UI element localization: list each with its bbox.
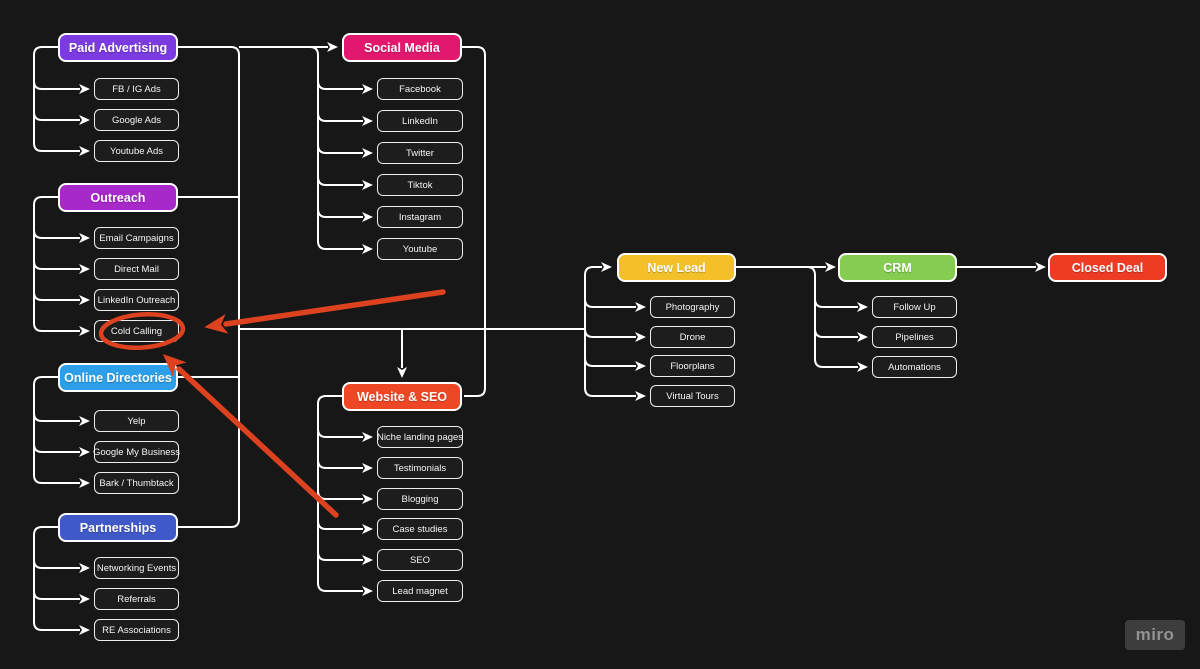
connector-line bbox=[309, 46, 373, 254]
node-fb-ig-ads[interactable]: FB / IG Ads bbox=[94, 78, 179, 100]
connector-line bbox=[33, 376, 90, 488]
node-linkedin[interactable]: LinkedIn bbox=[377, 110, 463, 132]
connector-line bbox=[317, 551, 373, 565]
connector-line bbox=[33, 260, 90, 274]
connector-line bbox=[317, 112, 373, 126]
node-seo[interactable]: SEO bbox=[377, 549, 463, 571]
node-instagram[interactable]: Instagram bbox=[377, 206, 463, 228]
node-pipelines[interactable]: Pipelines bbox=[872, 326, 957, 348]
node-twitter[interactable]: Twitter bbox=[377, 142, 463, 164]
connector-line bbox=[33, 590, 90, 604]
node-partnerships[interactable]: Partnerships bbox=[58, 513, 178, 542]
node-blogging[interactable]: Blogging bbox=[377, 488, 463, 510]
node-youtube[interactable]: Youtube bbox=[377, 238, 463, 260]
connector-line bbox=[584, 357, 646, 371]
connector-line bbox=[178, 46, 240, 528]
node-youtube-ads[interactable]: Youtube Ads bbox=[94, 140, 179, 162]
node-automations[interactable]: Automations bbox=[872, 356, 957, 378]
connector-line bbox=[33, 291, 90, 305]
node-social-media[interactable]: Social Media bbox=[342, 33, 462, 62]
node-floorplans[interactable]: Floorplans bbox=[650, 355, 735, 377]
connector-line bbox=[317, 459, 373, 473]
node-google-ads[interactable]: Google Ads bbox=[94, 109, 179, 131]
node-email-campaigns[interactable]: Email Campaigns bbox=[94, 227, 179, 249]
connector-line bbox=[317, 428, 373, 442]
connector-line bbox=[317, 80, 373, 94]
connector-line bbox=[33, 80, 90, 94]
node-facebook[interactable]: Facebook bbox=[377, 78, 463, 100]
connector-line bbox=[317, 520, 373, 534]
connector-line bbox=[806, 266, 868, 372]
node-website-seo[interactable]: Website & SEO bbox=[342, 382, 462, 411]
connector-line bbox=[584, 329, 646, 401]
connector-line bbox=[584, 262, 612, 329]
node-case-studies[interactable]: Case studies bbox=[377, 518, 463, 540]
node-outreach[interactable]: Outreach bbox=[58, 183, 178, 212]
connector-line bbox=[317, 144, 373, 158]
connector-line bbox=[462, 46, 486, 397]
node-paid-advertising[interactable]: Paid Advertising bbox=[58, 33, 178, 62]
node-networking-events[interactable]: Networking Events bbox=[94, 557, 179, 579]
node-referrals[interactable]: Referrals bbox=[94, 588, 179, 610]
node-crm[interactable]: CRM bbox=[838, 253, 957, 282]
node-google-my-business[interactable]: Google My Business bbox=[93, 441, 180, 463]
node-follow-up[interactable]: Follow Up bbox=[872, 296, 957, 318]
connector-line bbox=[33, 412, 90, 426]
node-new-lead[interactable]: New Lead bbox=[617, 253, 736, 282]
node-niche-landing-pages[interactable]: Niche landing pages bbox=[377, 426, 463, 448]
connector-line bbox=[814, 328, 868, 342]
node-closed-deal[interactable]: Closed Deal bbox=[1048, 253, 1167, 282]
connector-line bbox=[33, 229, 90, 243]
node-drone[interactable]: Drone bbox=[650, 326, 735, 348]
miro-logo-watermark[interactable]: miro bbox=[1125, 620, 1185, 650]
node-online-directories[interactable]: Online Directories bbox=[58, 363, 178, 392]
node-virtual-tours[interactable]: Virtual Tours bbox=[650, 385, 735, 407]
node-tiktok[interactable]: Tiktok bbox=[377, 174, 463, 196]
annotation-arrow-lower[interactable] bbox=[162, 354, 339, 518]
node-photography[interactable]: Photography bbox=[650, 296, 735, 318]
node-bark-thumbtack[interactable]: Bark / Thumbtack bbox=[94, 472, 179, 494]
connector-line bbox=[33, 526, 90, 635]
connector-line bbox=[584, 328, 646, 342]
connector-line bbox=[317, 208, 373, 222]
connector-line bbox=[584, 298, 646, 312]
connector-line bbox=[33, 111, 90, 125]
highlight-circle-cold-calling[interactable] bbox=[98, 312, 186, 351]
node-direct-mail[interactable]: Direct Mail bbox=[94, 258, 179, 280]
node-testimonials[interactable]: Testimonials bbox=[377, 457, 463, 479]
connector-line bbox=[33, 559, 90, 573]
connector-line bbox=[33, 443, 90, 457]
connector-line bbox=[33, 46, 90, 156]
connector-line bbox=[317, 176, 373, 190]
node-linkedin-outreach[interactable]: LinkedIn Outreach bbox=[94, 289, 179, 311]
node-yelp[interactable]: Yelp bbox=[94, 410, 179, 432]
connector-line bbox=[814, 298, 868, 312]
node-lead-magnet[interactable]: Lead magnet bbox=[377, 580, 463, 602]
node-re-associations[interactable]: RE Associations bbox=[94, 619, 179, 641]
node-cold-calling[interactable]: Cold Calling bbox=[94, 320, 179, 342]
annotation-arrow-upper[interactable] bbox=[204, 289, 446, 334]
